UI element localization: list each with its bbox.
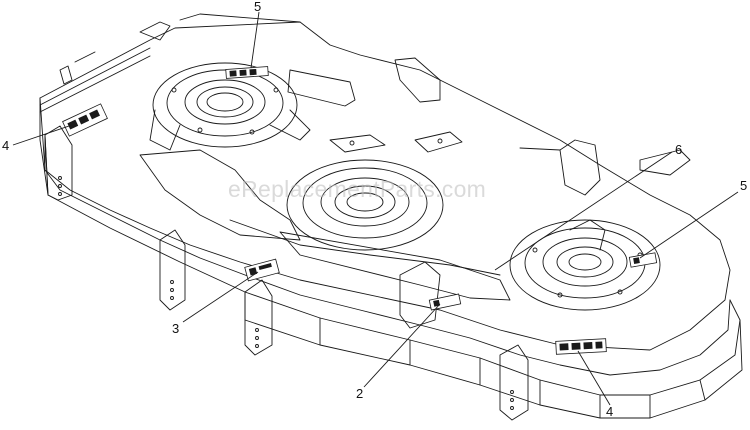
- decal-front-right: [555, 338, 607, 355]
- leader-top-decal: [250, 11, 260, 69]
- right-spindle-housing: [509, 219, 661, 311]
- front-leg-right: [499, 344, 529, 421]
- leader-front-center-decal: [363, 303, 441, 388]
- leader-front-left-decal: [182, 271, 259, 323]
- front-leg-left: [159, 229, 186, 311]
- leader-front-right-decal: [577, 350, 611, 406]
- leader-right-pointer: [494, 151, 673, 271]
- callout-label-front-left-decal: 3: [172, 321, 180, 336]
- left-spindle-housing: [149, 62, 311, 151]
- callout-label-front-right-decal: 4: [606, 404, 614, 419]
- callout-label-right-decal: 5: [740, 178, 748, 193]
- watermark-text: eReplacementParts.com: [228, 176, 487, 202]
- callout-label-right-pointer: 6: [675, 142, 683, 157]
- leader-right-decal: [639, 191, 739, 259]
- front-leg-center-left: [244, 279, 273, 356]
- decal-right: [628, 252, 658, 268]
- deck-top-outline: [39, 21, 731, 351]
- front-leg-center: [399, 261, 441, 329]
- deck-skirt: [44, 134, 731, 376]
- callout-label-front-center-decal: 2: [356, 386, 364, 401]
- leader-left-decal: [12, 124, 73, 146]
- callout-label-left-decal: 4: [2, 138, 10, 153]
- rear-leg-left: [44, 125, 73, 201]
- center-spindle-housing: [286, 131, 463, 251]
- callout-label-top-decal: 5: [254, 0, 262, 14]
